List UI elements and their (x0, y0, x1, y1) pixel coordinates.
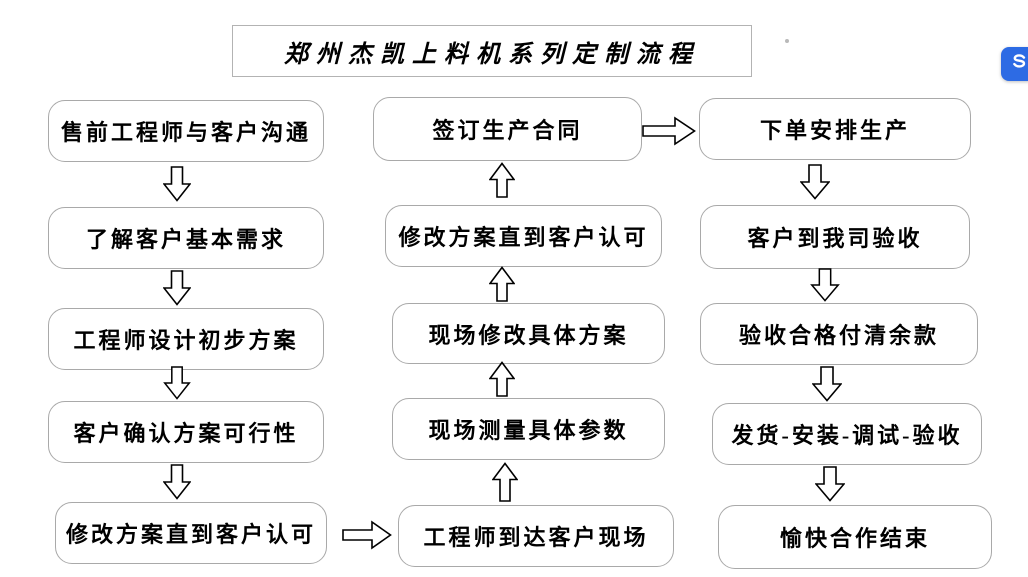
arrow-down-icon (799, 164, 831, 200)
node-customer-acceptance: 客户到我司验收 (700, 205, 970, 269)
node-onsite-measure-params: 现场测量具体参数 (392, 398, 665, 460)
node-confirm-feasibility: 客户确认方案可行性 (48, 401, 324, 463)
arrow-down-icon (162, 270, 192, 306)
arrow-down-icon (810, 268, 840, 302)
artifact-dot (785, 39, 789, 43)
node-onsite-modify-plan: 现场修改具体方案 (392, 303, 665, 364)
arrow-up-icon (488, 162, 516, 198)
arrow-up-icon (491, 462, 519, 502)
arrow-down-icon (814, 466, 846, 502)
node-engineer-arrives-onsite: 工程师到达客户现场 (398, 505, 674, 567)
flowchart-title: 郑州杰凯上料机系列定制流程 (232, 25, 752, 77)
arrow-right-icon (642, 116, 696, 146)
arrow-down-icon (162, 166, 192, 202)
node-understand-requirements: 了解客户基本需求 (48, 207, 324, 269)
node-place-order-production: 下单安排生产 (699, 98, 971, 160)
arrow-up-icon (488, 266, 516, 302)
arrow-down-icon (811, 366, 843, 402)
arrow-right-icon (342, 520, 392, 550)
node-revise-until-approved-2: 修改方案直到客户认可 (385, 205, 662, 267)
node-sign-contract: 签订生产合同 (373, 97, 642, 161)
arrow-down-icon (162, 464, 192, 500)
node-pay-balance: 验收合格付清余款 (700, 303, 978, 365)
s-logo-icon (1007, 51, 1028, 78)
node-happy-cooperation-end: 愉快合作结束 (718, 505, 992, 569)
node-revise-until-approved: 修改方案直到客户认可 (55, 502, 327, 564)
floating-app-badge[interactable] (1001, 47, 1028, 81)
arrow-down-icon (163, 366, 191, 400)
arrow-up-icon (488, 361, 516, 397)
node-initial-design: 工程师设计初步方案 (48, 308, 324, 370)
node-ship-install-debug-accept: 发货-安装-调试-验收 (712, 403, 982, 465)
node-presale-communication: 售前工程师与客户沟通 (48, 100, 324, 162)
